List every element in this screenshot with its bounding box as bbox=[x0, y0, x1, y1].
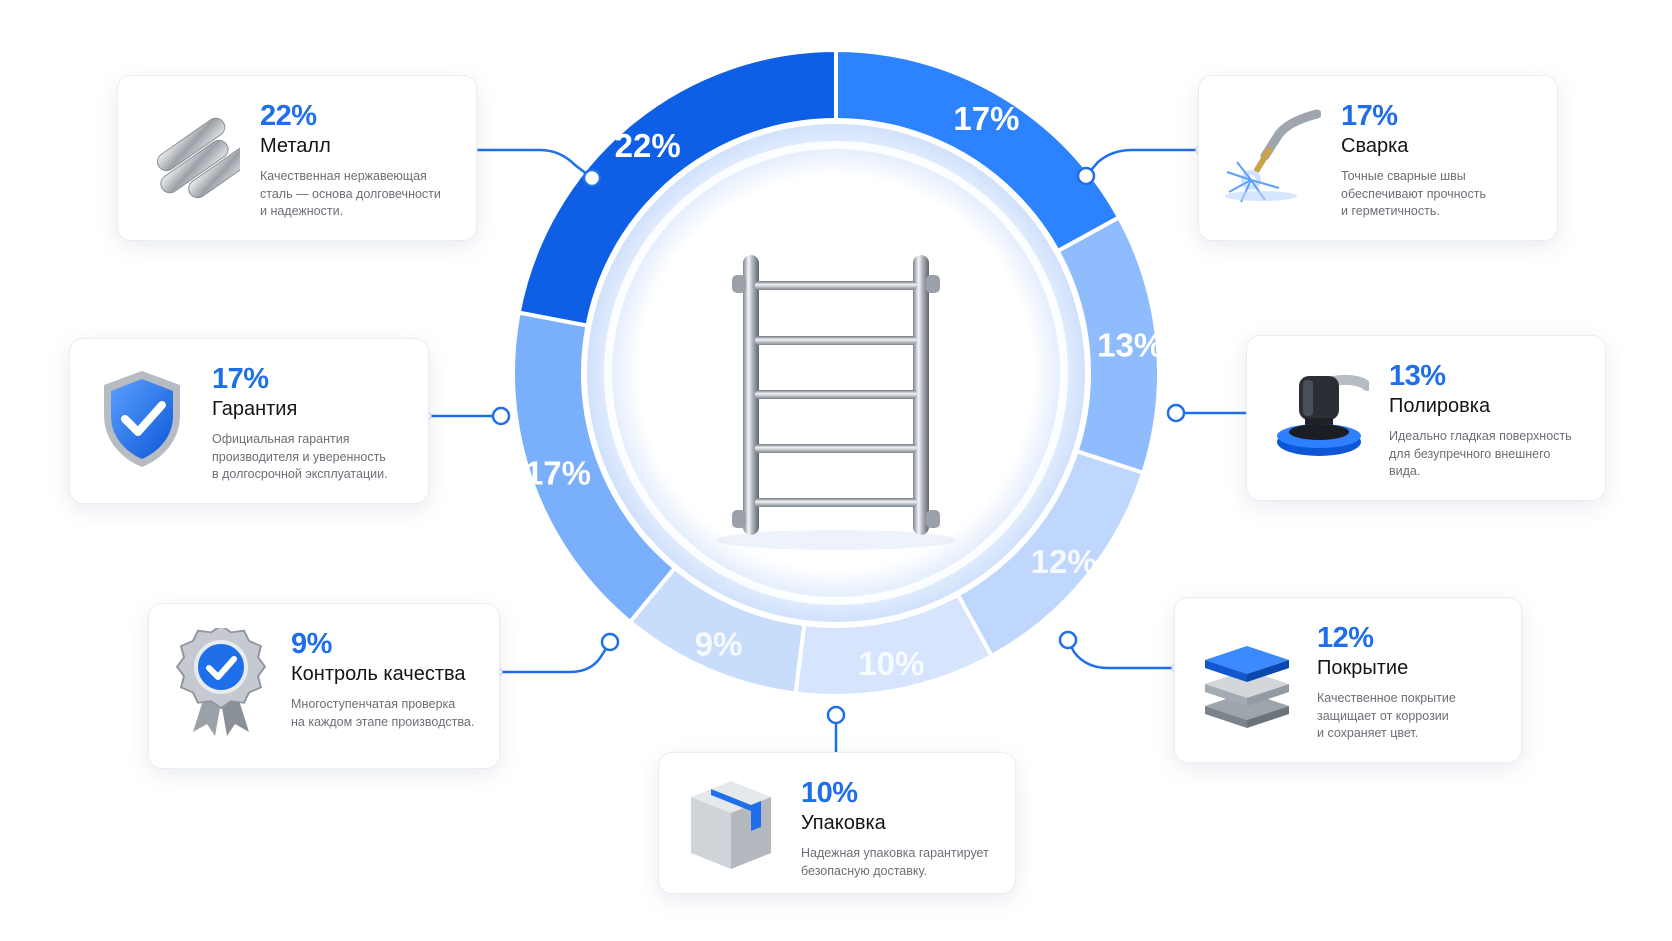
card-polirovka-description: Идеально гладкая поверхность для безупре… bbox=[1389, 429, 1572, 478]
card-garantia-title: Гарантия bbox=[212, 398, 298, 420]
card-metall: 22% Металл Качественная нержавеющая стал… bbox=[117, 75, 477, 241]
donut-label-upakovka: 10% bbox=[858, 645, 924, 682]
layers-icon bbox=[1205, 646, 1289, 728]
welding-torch-icon bbox=[1225, 109, 1321, 203]
shield-check-icon bbox=[104, 371, 180, 467]
card-kontrol-description: Многоступенчатая проверка на каждом этап… bbox=[291, 697, 475, 729]
steel-bars-icon bbox=[157, 117, 240, 199]
card-polirovka-title: Полировка bbox=[1389, 395, 1491, 417]
card-svarka-description: Точные сварные швы обеспечивают прочност… bbox=[1341, 169, 1486, 218]
card-polirovka: 13% Полировка Идеально гладкая поверхнос… bbox=[1246, 335, 1606, 501]
donut-label-polirovka: 13% bbox=[1097, 327, 1163, 364]
card-pokrytie-description: Качественное покрытие защищает от корроз… bbox=[1317, 691, 1456, 740]
card-kontrol: 9% Контроль качества Многоступенчатая пр… bbox=[148, 603, 500, 769]
card-kontrol-title: Контроль качества bbox=[291, 663, 466, 685]
card-metall-percent: 22% bbox=[260, 100, 317, 132]
card-pokrytie-title: Покрытие bbox=[1317, 657, 1409, 679]
donut-inner-ring bbox=[604, 141, 1068, 605]
card-upakovka-percent: 10% bbox=[801, 777, 858, 809]
card-garantia-percent: 17% bbox=[212, 363, 269, 395]
card-pokrytie: 12% Покрытие Качественное покрытие защищ… bbox=[1174, 597, 1522, 763]
quality-badge-icon bbox=[175, 628, 267, 736]
card-svarka-percent: 17% bbox=[1341, 100, 1398, 132]
card-polirovka-percent: 13% bbox=[1389, 360, 1446, 392]
card-metall-description: Качественная нержавеющая сталь — основа … bbox=[260, 169, 441, 218]
card-kontrol-percent: 9% bbox=[291, 628, 332, 660]
card-svarka: 17% Сварка Точные сварные швы обеспечива… bbox=[1198, 75, 1558, 241]
card-upakovka-title: Упаковка bbox=[801, 812, 886, 834]
box-icon bbox=[691, 781, 771, 869]
donut-label-pokrytie: 12% bbox=[1031, 543, 1097, 580]
donut-label-garantia: 17% bbox=[525, 455, 591, 492]
card-svarka-title: Сварка bbox=[1341, 135, 1409, 157]
card-upakovka: 10% Упаковка Надежная упаковка гарантиру… bbox=[658, 752, 1016, 894]
polisher-icon bbox=[1277, 374, 1369, 456]
donut-label-metall: 22% bbox=[615, 127, 681, 164]
towel-rail-icon bbox=[716, 255, 956, 550]
donut-label-svarka: 17% bbox=[953, 100, 1019, 137]
card-garantia-description: Официальная гарантия производителя и уве… bbox=[212, 432, 388, 481]
card-metall-title: Металл bbox=[260, 135, 331, 157]
card-pokrytie-percent: 12% bbox=[1317, 622, 1374, 654]
donut-inner-disc bbox=[581, 118, 1091, 628]
card-garantia: 17% Гарантия Официальная гарантия произв… bbox=[69, 338, 429, 504]
donut-label-kontrol: 9% bbox=[695, 626, 743, 663]
card-upakovka-description: Надежная упаковка гарантирует безопасную… bbox=[801, 846, 989, 878]
